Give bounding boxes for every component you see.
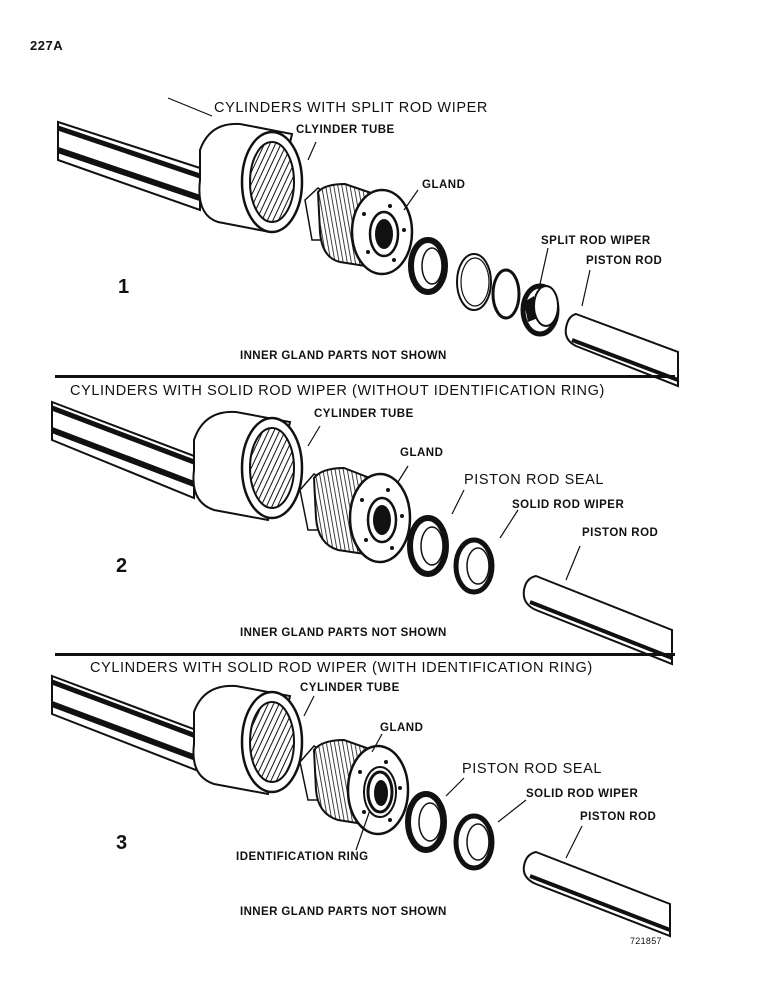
figure-code: 721857 bbox=[630, 936, 662, 946]
panel-3-number: 3 bbox=[116, 832, 128, 854]
panel-3-label-gland: GLAND bbox=[380, 722, 424, 734]
panel-1-label-wiper: SPLIT ROD WIPER bbox=[541, 235, 651, 247]
panel-divider-1 bbox=[55, 375, 675, 378]
panel-1-art bbox=[57, 97, 679, 388]
panel-1-label-rod: PISTON ROD bbox=[586, 255, 663, 267]
panel-divider-2 bbox=[55, 653, 675, 656]
panel-1-label-tube: CLYINDER TUBE bbox=[296, 124, 395, 136]
panel-2-label-tube: CYLINDER TUBE bbox=[314, 408, 414, 420]
panel-2-label-wiper: SOLID ROD WIPER bbox=[512, 499, 625, 511]
panel-2-art bbox=[50, 400, 673, 666]
panel-2-number: 2 bbox=[116, 555, 128, 577]
panel-3-title: CYLINDERS WITH SOLID ROD WIPER (WITH IDE… bbox=[90, 660, 593, 676]
panel-3-art bbox=[50, 674, 671, 938]
panel-3-label-wiper: SOLID ROD WIPER bbox=[526, 788, 639, 800]
panel-1-title: CYLINDERS WITH SPLIT ROD WIPER bbox=[214, 100, 488, 116]
panel-2-label-seal: PISTON ROD SEAL bbox=[464, 472, 605, 488]
panel-2-note: INNER GLAND PARTS NOT SHOWN bbox=[240, 627, 447, 639]
panel-3-note: INNER GLAND PARTS NOT SHOWN bbox=[240, 906, 447, 918]
page-number: 227A bbox=[30, 38, 64, 53]
panel-2-title: CYLINDERS WITH SOLID ROD WIPER (WITHOUT … bbox=[70, 383, 605, 399]
panel-2-label-gland: GLAND bbox=[400, 447, 444, 459]
panel-2-label-rod: PISTON ROD bbox=[582, 527, 659, 539]
panel-3-label-tube: CYLINDER TUBE bbox=[300, 682, 400, 694]
panel-1-number: 1 bbox=[118, 276, 130, 298]
panel-1-note: INNER GLAND PARTS NOT SHOWN bbox=[240, 350, 447, 362]
panel-3-label-rod: PISTON ROD bbox=[580, 811, 657, 823]
panel-1-label-gland: GLAND bbox=[422, 179, 466, 191]
panel-3-label-id-ring: IDENTIFICATION RING bbox=[236, 851, 369, 863]
panel-3-label-seal: PISTON ROD SEAL bbox=[462, 761, 603, 777]
